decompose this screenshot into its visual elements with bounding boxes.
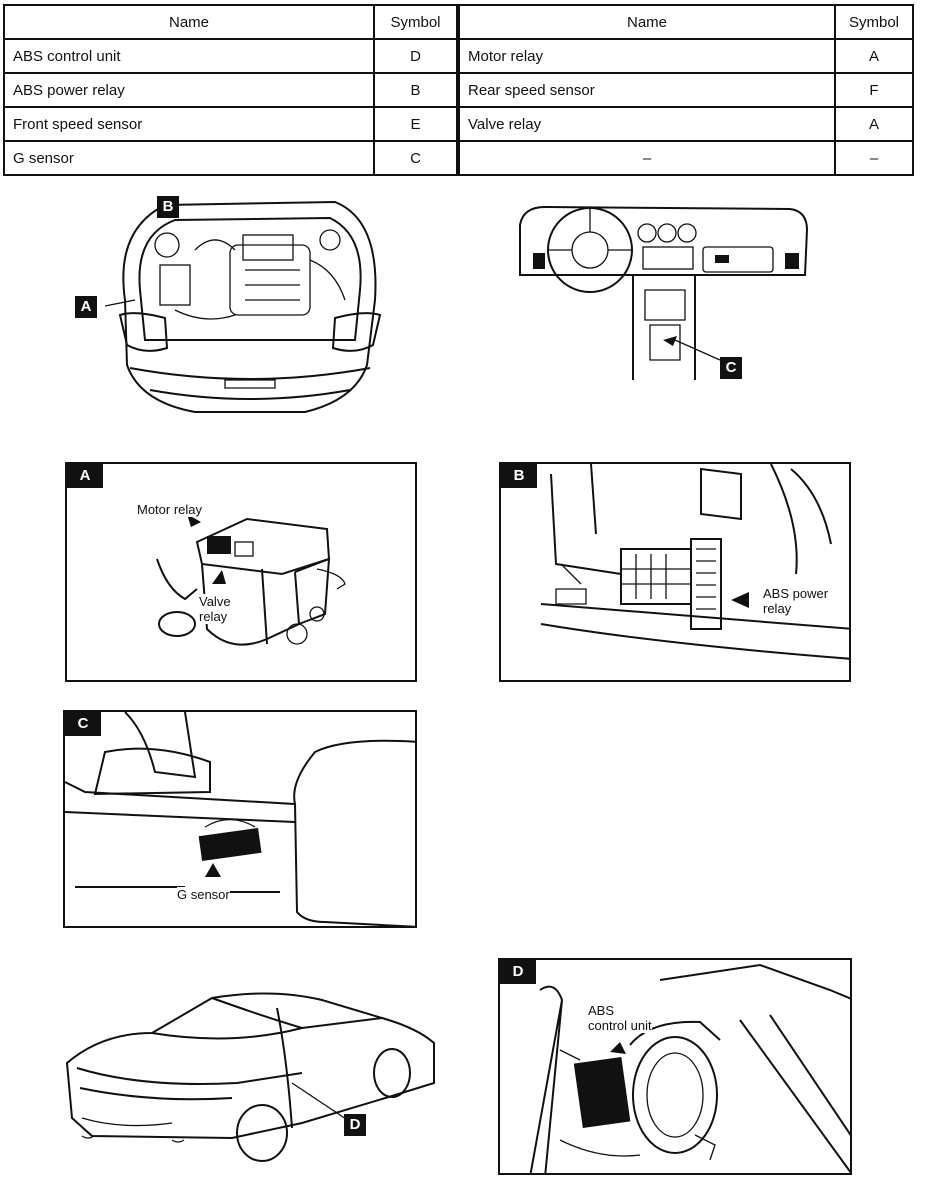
table-row: G sensor C	[3, 140, 458, 176]
row-symbol: C	[373, 140, 458, 176]
row-symbol: –	[834, 140, 914, 176]
row-name: G sensor	[3, 140, 375, 176]
panel-tag-a: A	[67, 464, 103, 488]
row-name: Valve relay	[458, 106, 836, 142]
dashboard-illustration: C	[515, 195, 815, 395]
table-row: Rear speed sensor F	[458, 72, 914, 108]
header-name: Name	[458, 4, 836, 40]
detail-panel-c: C G sensor	[63, 710, 417, 928]
row-symbol: E	[373, 106, 458, 142]
table-row: Valve relay A	[458, 106, 914, 142]
engine-bay-illustration: B A	[75, 190, 395, 425]
row-symbol: A	[834, 106, 914, 142]
dashboard-drawing	[519, 205, 809, 380]
console-drawing	[65, 712, 415, 926]
valve-relay-label: Valve relay	[199, 594, 231, 624]
abs-control-unit-label: ABS control unit	[588, 1003, 652, 1033]
panel-tag-b: B	[501, 464, 537, 488]
car-illustration: D	[62, 988, 442, 1163]
row-symbol: D	[373, 38, 458, 74]
panel-tag-c: C	[65, 712, 101, 736]
row-name: Motor relay	[458, 38, 836, 74]
table-row: ABS control unit D	[3, 38, 458, 74]
callout-tag-c: C	[720, 357, 742, 379]
table-header-row: Name Symbol	[458, 4, 914, 40]
abs-power-relay-label: ABS power relay	[763, 586, 829, 616]
table-row: Motor relay A	[458, 38, 914, 74]
g-sensor-label: G sensor	[177, 887, 230, 902]
parts-table-left: Name Symbol ABS control unit D ABS power…	[3, 4, 458, 176]
callout-tag-a: A	[75, 296, 97, 318]
row-name: ABS control unit	[3, 38, 375, 74]
table-row: Front speed sensor E	[3, 106, 458, 142]
row-name: Front speed sensor	[3, 106, 375, 142]
row-symbol: F	[834, 72, 914, 108]
hydraulic-unit-drawing	[156, 514, 346, 646]
header-symbol: Symbol	[834, 4, 914, 40]
row-symbol: A	[834, 38, 914, 74]
relay-box-drawing	[540, 464, 849, 660]
table-header-row: Name Symbol	[3, 4, 458, 40]
table-row: – –	[458, 140, 914, 176]
callout-tag-d: D	[344, 1114, 366, 1136]
callout-tag-b: B	[157, 196, 179, 218]
row-symbol: B	[373, 72, 458, 108]
detail-panel-a: A Motor relay Valve relay	[65, 462, 417, 682]
row-name: Rear speed sensor	[458, 72, 836, 108]
parts-table-right: Name Symbol Motor relay A Rear speed sen…	[458, 4, 914, 176]
row-name: –	[458, 140, 836, 176]
motor-relay-label: Motor relay	[137, 502, 203, 517]
header-symbol: Symbol	[373, 4, 458, 40]
detail-panel-d: D ABS control unit	[498, 958, 852, 1175]
car-drawing	[65, 992, 435, 1162]
detail-panel-b: B ABS power relay	[499, 462, 851, 682]
header-name: Name	[3, 4, 375, 40]
panel-tag-d: D	[500, 960, 536, 984]
control-unit-drawing	[529, 963, 850, 1173]
table-row: ABS power relay B	[3, 72, 458, 108]
row-name: ABS power relay	[3, 72, 375, 108]
engine-bay-drawing	[105, 199, 382, 413]
